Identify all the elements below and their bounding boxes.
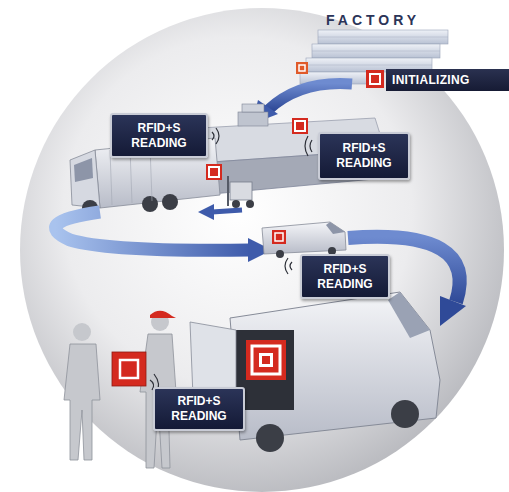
- forklift: [228, 176, 254, 208]
- truck: [110, 150, 112, 205]
- truck: [70, 150, 100, 208]
- flow-arrow: [55, 212, 272, 262]
- small-van: [262, 222, 346, 254]
- radio-waves: [216, 128, 219, 144]
- person: [64, 323, 100, 460]
- forklift: [227, 176, 229, 206]
- rfid-tag: [275, 233, 283, 241]
- reading-box: RFID+S READING: [300, 254, 390, 299]
- delivery-van: [256, 424, 284, 452]
- person: [73, 323, 91, 341]
- factory-building: [318, 30, 448, 44]
- small-van: [326, 222, 345, 234]
- flow-arrow: [198, 204, 214, 220]
- factory-building: [312, 51, 440, 52]
- stage-band: INITIALIZING: [386, 69, 509, 91]
- radio-waves: [285, 258, 288, 274]
- radio-waves: [305, 136, 308, 156]
- truck: [142, 196, 158, 212]
- radio-waves: [212, 132, 214, 140]
- rfid-tag: [272, 230, 286, 244]
- forklift: [230, 182, 252, 200]
- stage-label: RFID+S READING: [326, 141, 402, 171]
- delivery-van: [391, 400, 419, 428]
- reading-box: RFID+S READING: [318, 132, 410, 180]
- warehouse-dock: [242, 104, 264, 112]
- delivery-van: [246, 340, 286, 380]
- person: [64, 344, 100, 460]
- factory-building: [306, 65, 432, 66]
- delivery-van: [252, 346, 280, 374]
- delivery-van: [262, 356, 270, 364]
- factory-building: [312, 44, 440, 58]
- rfid-tag: [296, 62, 308, 74]
- rfid-tag: [272, 230, 286, 244]
- truck: [74, 158, 93, 182]
- courier: [150, 311, 176, 318]
- factory-building: [318, 37, 448, 38]
- flow-arrow: [212, 210, 242, 212]
- delivery-van: [388, 292, 430, 338]
- forklift: [232, 200, 240, 208]
- rfid-tag: [295, 121, 305, 131]
- stage-label: RFID+S READING: [161, 394, 237, 424]
- delivery-van: [230, 292, 440, 440]
- reading-box: RFID+S READING: [153, 387, 245, 431]
- rfid-tag: [370, 74, 380, 84]
- radio-waves: [290, 262, 292, 270]
- delivery-van: [259, 353, 273, 367]
- flow-arrow: [198, 204, 242, 220]
- radio-waves: [150, 128, 312, 394]
- rfid-tag: [292, 118, 308, 134]
- package: [126, 366, 132, 372]
- rfid-tag: [366, 70, 384, 88]
- package: [112, 352, 146, 386]
- small-van: [262, 222, 346, 258]
- small-van: [276, 250, 284, 258]
- building-sign: FACTORY: [326, 12, 420, 28]
- reading-box: RFID+S READING: [110, 113, 208, 158]
- truck: [162, 194, 178, 210]
- forklift: [246, 200, 254, 208]
- flow-arrow: [268, 84, 352, 110]
- background-sphere: [20, 8, 504, 492]
- stage-label: RFID+S READING: [308, 262, 382, 292]
- package: [120, 360, 138, 378]
- rfid-tag: [206, 164, 222, 180]
- radio-waves: [310, 140, 312, 152]
- rfid-tag: [296, 62, 308, 74]
- flow-arrow: [55, 212, 250, 250]
- stage-label: INITIALIZING: [392, 73, 470, 88]
- stage-label: RFID+S READING: [118, 121, 200, 151]
- rfid-tag: [206, 164, 222, 180]
- warehouse-dock: [238, 112, 268, 126]
- rfid-tag: [366, 70, 384, 88]
- rfid-tag: [292, 118, 308, 134]
- flow-arrow: [440, 296, 466, 326]
- rfid-tag: [209, 167, 219, 177]
- package: [112, 352, 146, 386]
- rfid-tag: [299, 65, 305, 71]
